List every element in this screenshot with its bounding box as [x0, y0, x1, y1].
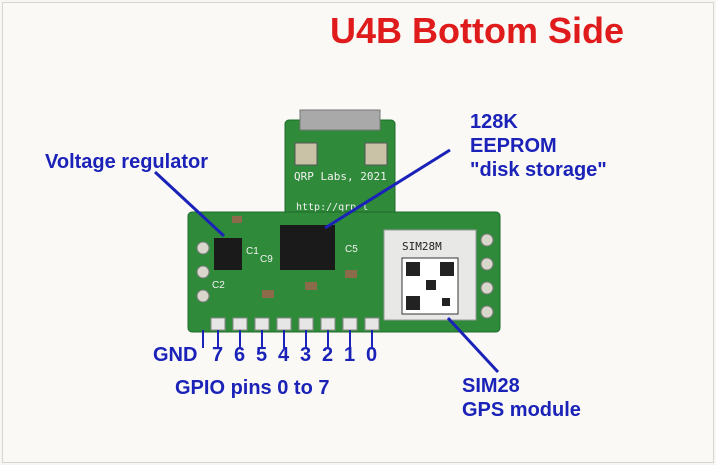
qr-block [406, 262, 420, 276]
pad-right [364, 142, 388, 166]
c2-silkscreen: C2 [212, 280, 225, 291]
pin-label-gnd: GND [153, 344, 198, 366]
pin-label-0: 0 [366, 344, 378, 366]
pin-label-4: 4 [278, 344, 290, 366]
gpio-pins-label: GPIO pins 0 to 7 [175, 377, 330, 399]
c5-silkscreen: C5 [345, 244, 358, 255]
c1-silkscreen: C1 [246, 246, 259, 257]
eeprom-label-line2: EEPROM [470, 135, 557, 157]
gpio-pads [210, 317, 380, 331]
pad-left [294, 142, 318, 166]
hole [480, 257, 494, 271]
pin-label-7: 7 [212, 344, 224, 366]
module-silkscreen: SIM28M [402, 240, 442, 253]
url-silkscreen: http://qrp-l [296, 202, 368, 213]
pin-label-5: 5 [256, 344, 268, 366]
pointer-regulator [153, 170, 226, 238]
eeprom-chip [280, 225, 335, 270]
hole [480, 233, 494, 247]
gps-label-line1: SIM28 [462, 375, 520, 397]
voltage-regulator-chip [214, 238, 242, 270]
smd-component [262, 290, 274, 298]
pin-label-1: 1 [344, 344, 356, 366]
pin-label-3: 3 [300, 344, 312, 366]
eeprom-label-line1: 128K [470, 111, 518, 133]
qr-block [440, 262, 454, 276]
usb-connector-top [299, 109, 381, 131]
brand-silkscreen: QRP Labs, 2021 [294, 170, 387, 183]
pin-leads [202, 330, 373, 348]
hole [196, 241, 210, 255]
voltage-regulator-label: Voltage regulator [45, 151, 208, 173]
hole [480, 305, 494, 319]
smd-component [305, 282, 317, 290]
smd-component [232, 216, 242, 223]
qr-block [426, 280, 436, 290]
page-title: U4B Bottom Side [330, 10, 625, 51]
hole [480, 281, 494, 295]
pointer-gps [446, 316, 500, 374]
pointer-eeprom [324, 148, 451, 230]
hole [196, 289, 210, 303]
qr-block [442, 298, 450, 306]
gps-label-line2: GPS module [462, 399, 581, 421]
pin-label-6: 6 [234, 344, 246, 366]
qr-block [406, 296, 420, 310]
hole [196, 265, 210, 279]
pin-label-2: 2 [322, 344, 334, 366]
c9-silkscreen: C9 [260, 254, 273, 265]
eeprom-label-line3: "disk storage" [470, 159, 607, 181]
smd-component [345, 270, 357, 278]
